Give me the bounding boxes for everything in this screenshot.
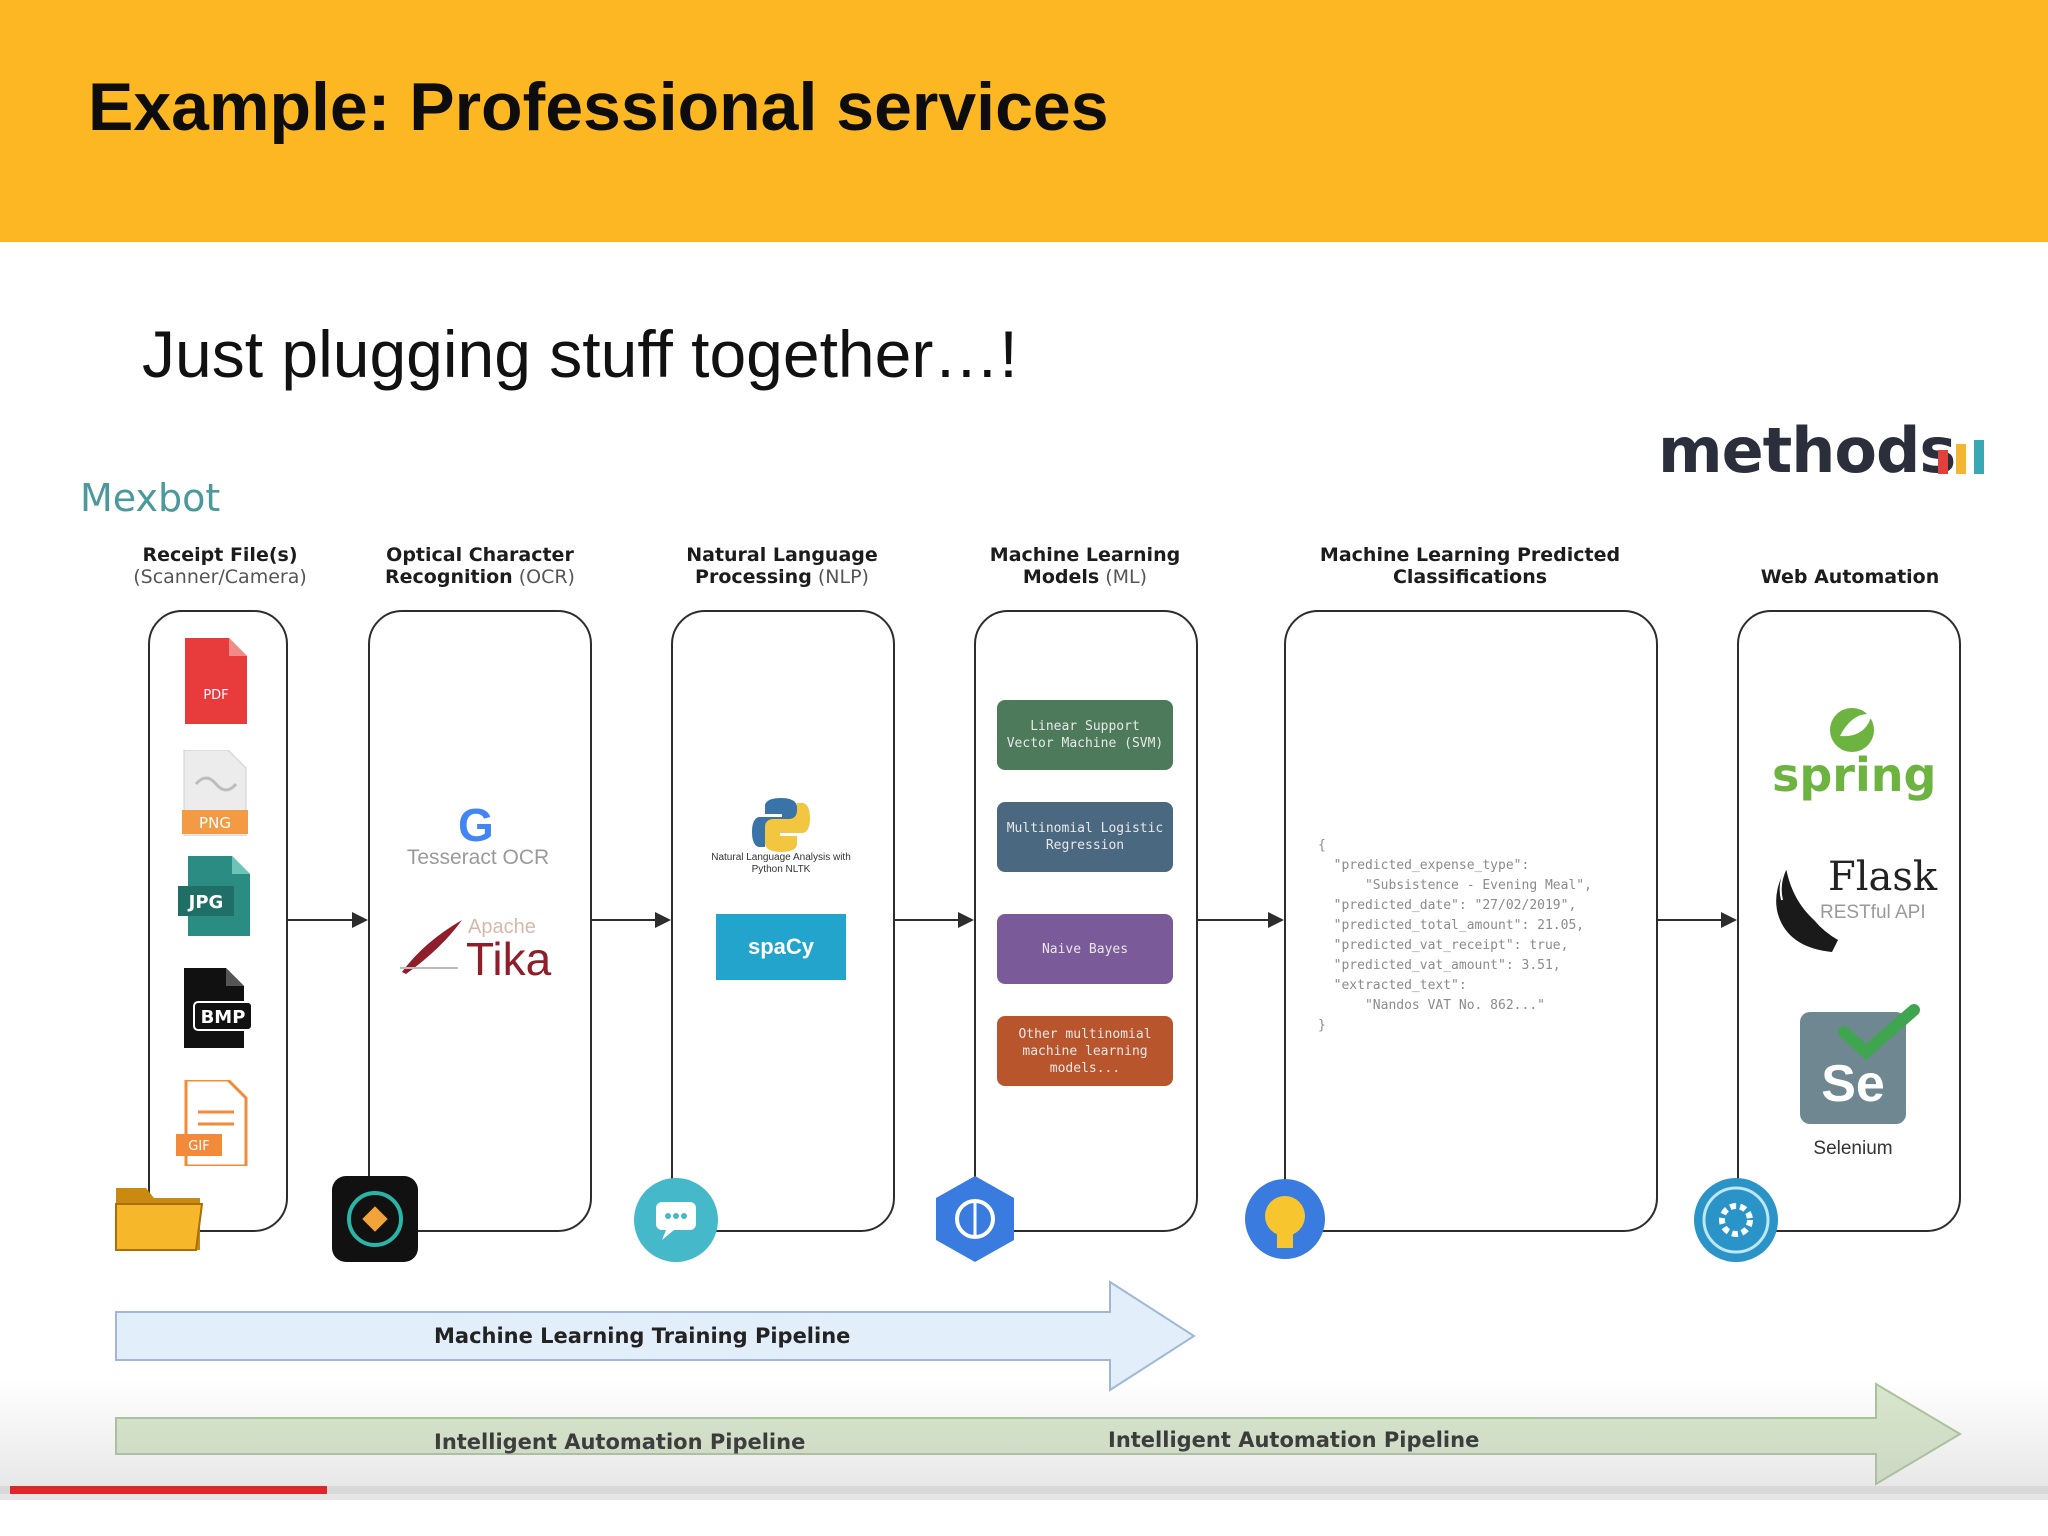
slide-title: Example: Professional services — [88, 69, 1109, 145]
spring-label: spring — [1772, 748, 1937, 802]
spring-leaf-icon — [1830, 708, 1874, 752]
file-type-label: GIF — [188, 1139, 209, 1154]
nltk-label: Natural Language Analysis with Python NL… — [711, 852, 851, 875]
column-subtitle: (OCR) — [518, 566, 575, 588]
column-title-line2: Models — [1022, 566, 1100, 588]
flask-subtitle: RESTful API — [1820, 902, 1926, 923]
google-g-icon: G — [458, 799, 494, 851]
ml-model-other: Other multinomial machine learning model… — [997, 1016, 1173, 1086]
column-header-receipt: Receipt File(s) (Scanner/Camera) — [100, 544, 340, 588]
ml-model-naive-bayes: Naive Bayes — [997, 914, 1173, 984]
spacy-logo: spaCy — [716, 914, 846, 980]
tika-feather-icon — [400, 920, 462, 974]
folder-icon — [115, 1188, 204, 1251]
lightbulb-icon — [1245, 1179, 1325, 1259]
png-file-icon: PNG — [182, 750, 248, 836]
automation-pipeline-label-right: Intelligent Automation Pipeline — [1108, 1428, 1480, 1452]
training-pipeline-label: Machine Learning Training Pipeline — [434, 1324, 851, 1348]
column-title: Machine Learning — [989, 544, 1181, 566]
slide-subtitle: Just plugging stuff together…! — [142, 317, 1018, 391]
prediction-json: { "predicted_expense_type": "Subsistence… — [1318, 838, 1592, 1033]
column-title: Natural Language — [686, 544, 878, 566]
diagram-label: Mexbot — [80, 476, 221, 520]
column-header-predictions: Machine Learning Predicted Classificatio… — [1290, 544, 1650, 588]
pdf-file-icon: PDF — [185, 638, 247, 724]
column-title-line2: Recognition — [385, 566, 513, 588]
column-title: Web Automation — [1760, 566, 1940, 588]
column-title: Receipt File(s) — [142, 544, 298, 566]
ml-model-logistic-regression: Multinomial Logistic Regression — [997, 802, 1173, 872]
jpg-file-icon: JPG — [178, 856, 250, 936]
checkmark-icon — [1838, 1004, 1920, 1061]
selenium-logo-text: Se — [1821, 1055, 1885, 1113]
gif-file-icon: GIF — [176, 1080, 248, 1166]
column-subtitle: (NLP) — [817, 566, 869, 588]
ml-brain-icon — [936, 1176, 1014, 1262]
column-title-line2: Processing — [695, 566, 812, 588]
tika-label: Tika — [466, 933, 552, 985]
file-type-label: JPG — [187, 892, 224, 913]
training-pipeline-arrow — [115, 1280, 1196, 1392]
flask-horn-icon — [1776, 867, 1838, 952]
python-logo-icon — [752, 798, 810, 852]
column-subtitle: (ML) — [1105, 566, 1148, 588]
tesseract-ocr-label: Tesseract OCR — [406, 846, 550, 869]
column-title: Optical Character — [386, 544, 574, 566]
automation-gear-icon — [1694, 1178, 1778, 1262]
methods-logo-bars-icon — [1938, 440, 1996, 474]
column-header-nlp: Natural Language Processing (NLP) — [652, 544, 912, 588]
video-progress-fill[interactable] — [10, 1486, 327, 1494]
ocr-card — [368, 610, 592, 1232]
column-subtitle: (Scanner/Camera) — [133, 566, 307, 588]
ocr-scan-icon — [332, 1176, 418, 1262]
column-header-web: Web Automation — [1720, 566, 1980, 588]
methods-logo-text: methods — [1658, 414, 1956, 487]
selenium-label: Selenium — [1813, 1138, 1893, 1159]
flask-label: Flask — [1828, 854, 1938, 900]
automation-pipeline-label-left: Intelligent Automation Pipeline — [434, 1430, 806, 1454]
column-title-line2: Classifications — [1392, 566, 1548, 588]
title-banner: Example: Professional services — [0, 0, 2048, 242]
column-header-ml: Machine Learning Models (ML) — [955, 544, 1215, 588]
automation-pipeline-arrow — [115, 1382, 1962, 1486]
ml-model-svm: Linear Support Vector Machine (SVM) — [997, 700, 1173, 770]
video-progress-track[interactable] — [0, 1486, 2048, 1494]
bmp-file-icon: BMP — [184, 968, 253, 1048]
file-type-label: PNG — [199, 814, 231, 832]
chat-bubble-icon — [634, 1178, 718, 1262]
apache-label: Apache — [468, 916, 536, 938]
file-type-label: BMP — [201, 1007, 246, 1028]
column-header-ocr: Optical Character Recognition (OCR) — [350, 544, 610, 588]
file-type-label: PDF — [203, 688, 228, 703]
column-title: Machine Learning Predicted — [1319, 544, 1621, 566]
